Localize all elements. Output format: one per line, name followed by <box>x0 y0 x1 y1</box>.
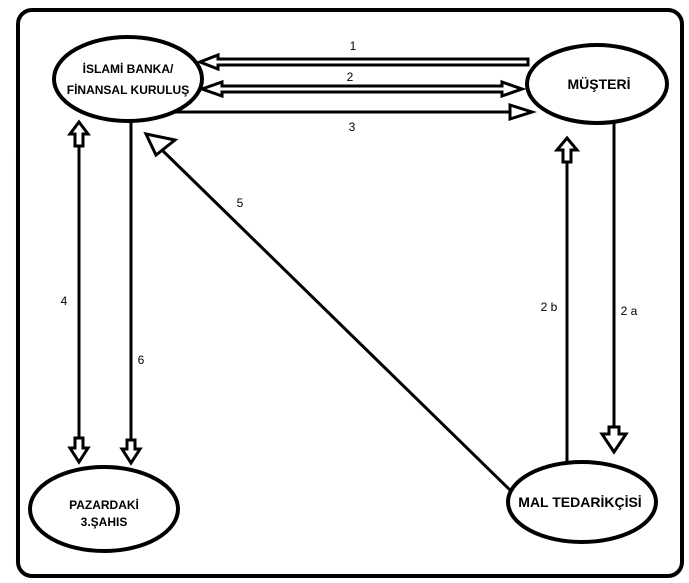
edge-6-arrow <box>119 118 143 466</box>
diagram-frame <box>16 8 684 578</box>
edge-3-arrow <box>175 102 537 122</box>
node-third-party-line2: 3.ŞAHIS <box>81 515 128 529</box>
edge-4-label: 4 <box>61 294 68 308</box>
edge-1-arrow <box>195 52 530 72</box>
edge-5-arrow <box>143 131 514 494</box>
node-bank-line1: İSLAMİ BANKA/ <box>83 61 174 76</box>
node-supplier-label: MAL TEDARİKÇİSİ <box>518 494 641 510</box>
node-bank-line2: FİNANSAL KURULUŞ <box>67 82 189 97</box>
node-third-party-line1: PAZARDAKİ <box>69 497 139 512</box>
edge-6-label: 6 <box>138 353 145 367</box>
edge-2a-arrow <box>599 118 629 455</box>
edge-2-label: 2 <box>347 70 354 84</box>
edge-2a-label: 2 a <box>621 304 638 318</box>
node-customer: MÜŞTERİ <box>525 43 669 125</box>
edge-3-label: 3 <box>349 120 356 134</box>
edge-2-arrow <box>197 79 527 99</box>
node-customer-label: MÜŞTERİ <box>568 76 631 92</box>
edge-5-label: 5 <box>237 196 244 210</box>
edge-4-arrow <box>67 119 91 465</box>
node-supplier: MAL TEDARİKÇİSİ <box>506 460 658 544</box>
node-third-party: PAZARDAKİ 3.ŞAHIS <box>28 465 180 553</box>
edge-2b-label: 2 b <box>541 300 558 314</box>
edge-1-label: 1 <box>350 39 357 53</box>
edge-2b-arrow <box>553 135 581 464</box>
node-bank: İSLAMİ BANKA/ FİNANSAL KURULUŞ <box>52 35 204 123</box>
